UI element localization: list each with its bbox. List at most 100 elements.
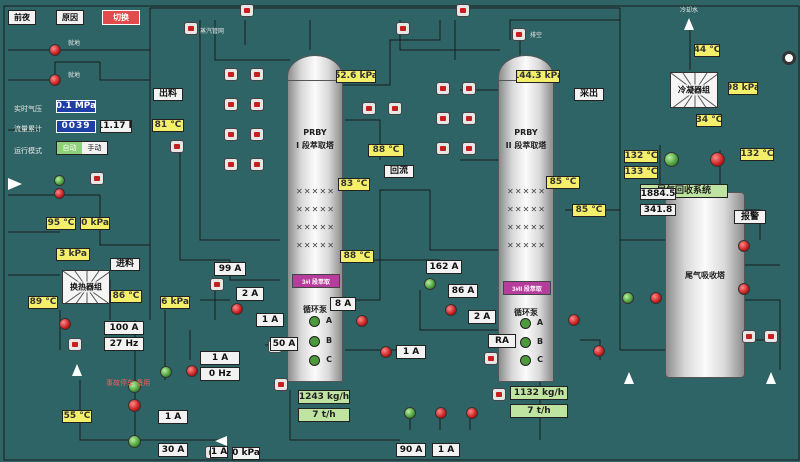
tray-row: ✕✕✕✕✕ xyxy=(296,205,334,214)
settings-gear-icon[interactable] xyxy=(782,51,796,65)
mode-auto[interactable]: 自动 xyxy=(57,142,82,154)
pump-icon[interactable] xyxy=(738,283,750,295)
tower-left[interactable] xyxy=(287,80,343,382)
toolbar-button-2[interactable]: 原因 xyxy=(56,10,84,25)
label-button[interactable]: 采出 xyxy=(574,88,604,101)
pump-letter: C xyxy=(537,355,543,364)
pump-icon[interactable] xyxy=(59,318,71,330)
tower-right-band: 3#II 段萃取 xyxy=(503,281,551,295)
pump-motor-icon[interactable] xyxy=(484,352,498,365)
tray-row: ✕✕✕✕✕ xyxy=(507,241,545,250)
label-button[interactable]: 回流 xyxy=(384,165,414,178)
value-readout: 1884.5 xyxy=(640,188,676,200)
toolbar-button-3[interactable]: 切换 xyxy=(102,10,140,25)
pump-icon[interactable] xyxy=(309,316,320,327)
right-vessel[interactable] xyxy=(665,192,745,378)
valve-icon[interactable] xyxy=(250,68,264,81)
pump-motor-icon[interactable] xyxy=(170,140,184,153)
flow-arrow-icon xyxy=(72,364,82,376)
valve-icon[interactable] xyxy=(436,82,450,95)
flow-arrow-icon xyxy=(8,178,22,190)
valve-icon[interactable] xyxy=(224,98,238,111)
pump-icon[interactable] xyxy=(404,407,416,419)
pump-motor-icon[interactable] xyxy=(492,388,506,401)
pump-icon[interactable] xyxy=(49,74,61,86)
heat-exchanger-label: 冷凝器组 xyxy=(671,84,717,96)
temp-readout: 44 °C xyxy=(694,44,720,57)
pressure-label: 实时气压 xyxy=(14,105,42,113)
label-button[interactable]: 出料 xyxy=(153,88,183,101)
toolbar-button-1[interactable]: 前夜 xyxy=(8,10,36,25)
valve-icon[interactable] xyxy=(456,4,470,17)
pump-icon[interactable] xyxy=(738,240,750,252)
heat-exchanger-right[interactable]: 冷凝器组 xyxy=(670,72,718,108)
pressure-readout: 6 kPa xyxy=(160,296,190,309)
pump-icon[interactable] xyxy=(160,366,172,378)
valve-icon[interactable] xyxy=(224,68,238,81)
valve-icon[interactable] xyxy=(512,28,526,41)
valve-icon[interactable] xyxy=(436,112,450,125)
heat-exchanger-left[interactable]: 换热器组 xyxy=(62,270,110,304)
tower-right[interactable] xyxy=(498,80,554,382)
pump-icon[interactable] xyxy=(231,303,243,315)
valve-icon[interactable] xyxy=(462,112,476,125)
valve-icon[interactable] xyxy=(388,102,402,115)
pump-icon[interactable] xyxy=(424,278,436,290)
pump-icon[interactable] xyxy=(520,355,531,366)
pump-icon[interactable] xyxy=(520,318,531,329)
frequency-readout: 27 Hz xyxy=(104,337,144,351)
valve-icon[interactable] xyxy=(250,158,264,171)
pump-icon[interactable] xyxy=(435,407,447,419)
mode-toggle[interactable]: 自动 手动 xyxy=(56,141,108,155)
valve-icon[interactable] xyxy=(436,142,450,155)
current-readout: 162 A xyxy=(426,260,462,274)
pump-icon[interactable] xyxy=(520,337,531,348)
temp-readout: 85 °C xyxy=(572,204,606,217)
counter-label: 流量累计 xyxy=(14,125,42,133)
warning-label: 事故停车 备用 xyxy=(106,379,151,387)
pump-letter: B xyxy=(325,336,333,345)
current-readout: 50 A xyxy=(270,337,298,351)
pump-icon[interactable] xyxy=(380,346,392,358)
pump-icon[interactable] xyxy=(593,345,605,357)
pump-icon[interactable] xyxy=(309,336,320,347)
valve-icon[interactable] xyxy=(396,22,410,35)
pump-icon[interactable] xyxy=(186,365,198,377)
alarm-button[interactable]: 报警 xyxy=(734,210,766,224)
value-readout: 341.8 xyxy=(640,204,676,216)
pump-icon[interactable] xyxy=(49,44,61,56)
valve-icon[interactable] xyxy=(224,128,238,141)
pump-motor-icon[interactable] xyxy=(742,330,756,343)
current-readout: 99 A xyxy=(214,262,246,276)
valve-icon[interactable] xyxy=(250,98,264,111)
pump-icon[interactable] xyxy=(622,292,634,304)
pump-motor-icon[interactable] xyxy=(764,330,778,343)
valve-icon[interactable] xyxy=(224,158,238,171)
pump-motor-icon[interactable] xyxy=(210,278,224,291)
valve-icon[interactable] xyxy=(250,128,264,141)
valve-icon[interactable] xyxy=(184,22,198,35)
current-readout: 2 A xyxy=(236,287,264,301)
pump-icon[interactable] xyxy=(466,407,478,419)
valve-icon[interactable] xyxy=(462,142,476,155)
pump-motor-icon[interactable] xyxy=(90,172,104,185)
label-button[interactable]: 进料 xyxy=(110,258,140,271)
pump-motor-icon[interactable] xyxy=(274,378,288,391)
current-readout: 1 A xyxy=(158,410,188,424)
pump-motor-icon[interactable] xyxy=(68,338,82,351)
pressure-readout: 0.1 MPa xyxy=(56,100,96,113)
mode-manual[interactable]: 手动 xyxy=(82,142,107,154)
valve-icon[interactable] xyxy=(240,4,254,17)
pump-icon[interactable] xyxy=(356,315,368,327)
hours-readout: 11.17 h xyxy=(100,120,132,133)
status-lamp-icon xyxy=(128,380,141,393)
current-readout: 2 A xyxy=(468,310,496,324)
pump-icon[interactable] xyxy=(445,304,457,316)
pump-icon[interactable] xyxy=(650,292,662,304)
alarm-lamp-icon[interactable] xyxy=(128,399,141,412)
pump-icon[interactable] xyxy=(568,314,580,326)
valve-icon[interactable] xyxy=(362,102,376,115)
right-vessel-title: 尾气吸收塔 xyxy=(685,271,725,280)
pump-icon[interactable] xyxy=(309,355,320,366)
valve-icon[interactable] xyxy=(462,82,476,95)
